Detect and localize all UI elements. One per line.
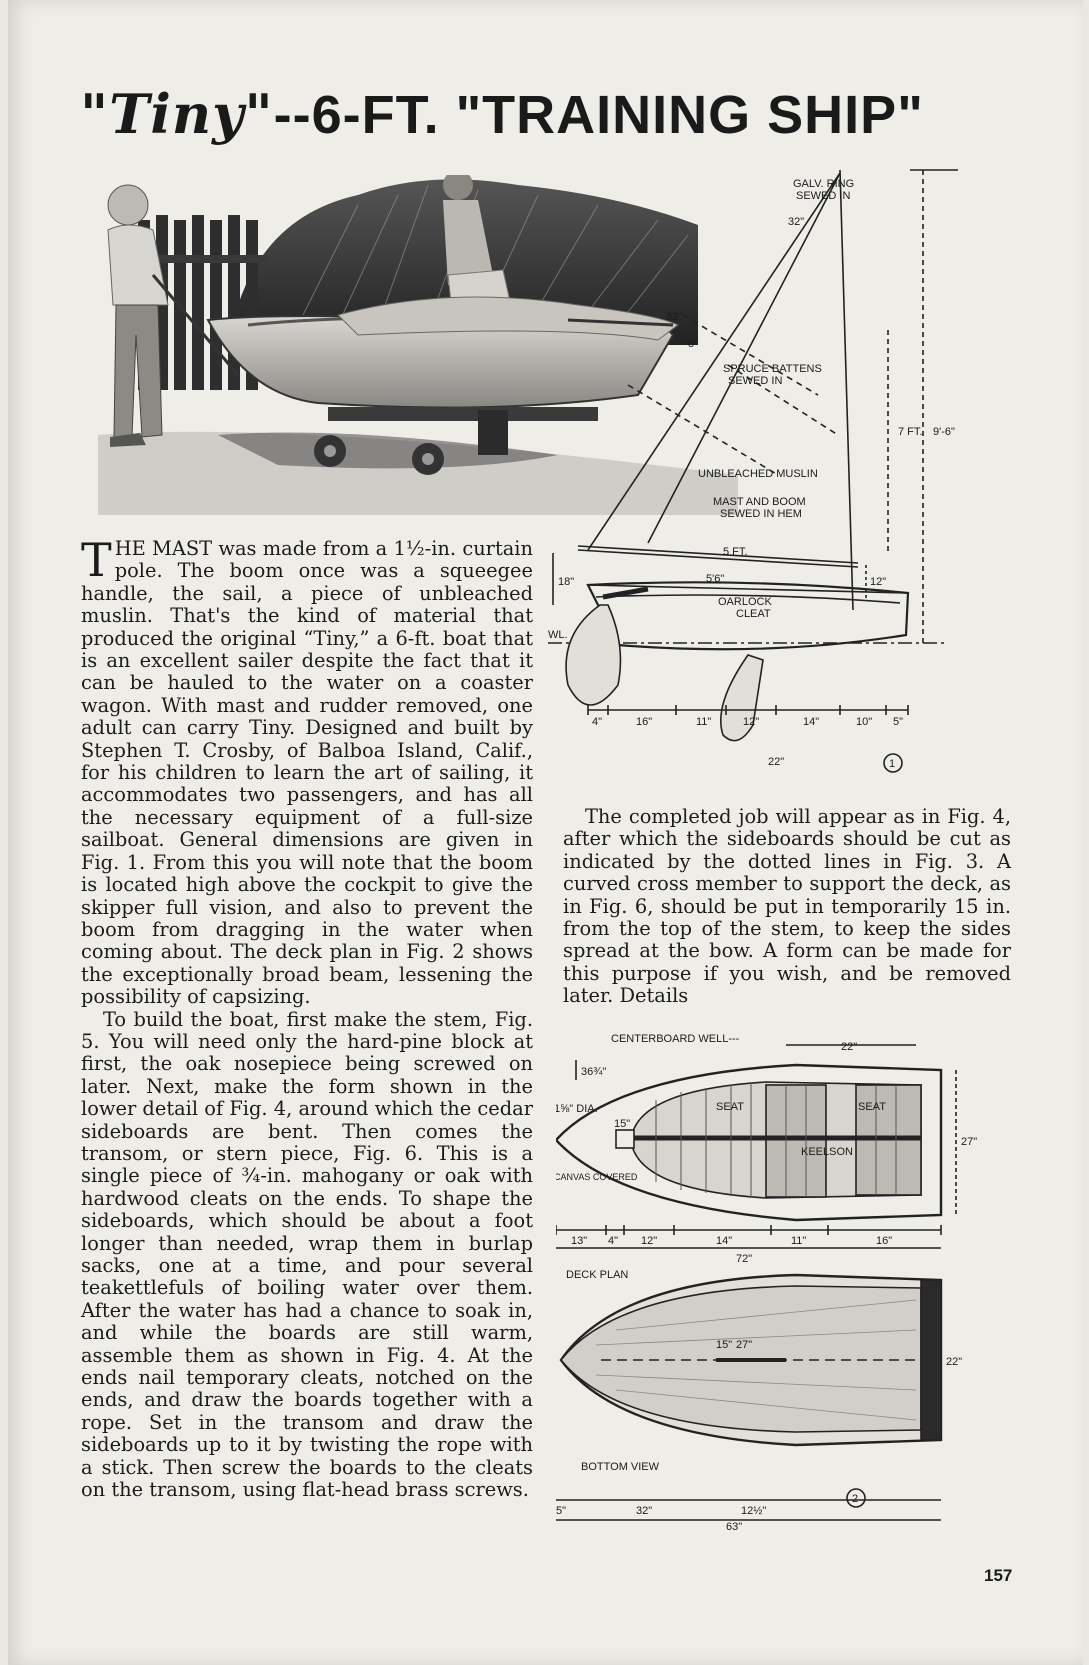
page-number: 157 [984, 1566, 1013, 1585]
label-36: 36¾" [581, 1066, 606, 1078]
label-oarlock: OARLOCK [718, 596, 772, 608]
label-seat-2: SEAT [858, 1101, 886, 1113]
dim-5: 5" [893, 716, 903, 728]
label-32a: 32" [788, 216, 804, 228]
dim-4: 4" [592, 716, 602, 728]
label-27: 27" [961, 1136, 977, 1148]
label-wl: WL. [548, 629, 568, 641]
label-dia: 1⅝" DIA. [556, 1103, 598, 1115]
label-canvas-covered: CANVAS COVERED [556, 1172, 638, 1182]
label-sewed-in-2: SEWED IN [728, 375, 782, 387]
label-12: 12" [870, 576, 886, 588]
dim-10: 10" [856, 716, 872, 728]
label-spruce-battens: SPRUCE BATTENS [723, 363, 822, 375]
paragraph-build: To build the boat, first make the stem, … [81, 1007, 533, 1502]
dim-16: 16" [876, 1235, 892, 1247]
article-body-right: The completed job will appear as in Fig.… [563, 805, 1011, 1008]
dim-11: 11" [791, 1235, 806, 1247]
label-sewed-in-hem: SEWED IN HEM [720, 508, 802, 520]
label-keelson: KEELSON [801, 1146, 853, 1158]
label-8: 8" [688, 338, 698, 350]
paragraph-intro-text: HE MAST was made from a 1½-in. curtain p… [81, 537, 533, 1009]
dim-32: 32" [636, 1505, 652, 1517]
dim-12: 12" [641, 1235, 657, 1247]
dim-13: 13" [571, 1235, 587, 1247]
dim-63: 63" [726, 1521, 742, 1530]
boat-photo [98, 175, 738, 515]
label-5ft6: 5'6" [706, 573, 724, 585]
label-27b: 27" [736, 1339, 752, 1351]
label-22: 22" [768, 756, 784, 768]
label-centerboard-well: CENTERBOARD WELL--- [611, 1033, 740, 1045]
paragraph-completed: The completed job will appear as in Fig.… [563, 805, 1011, 1008]
magazine-page: "Tiny"--6-FT. "TRAINING SHIP" [8, 0, 1083, 1665]
label-32b: 32" [666, 311, 682, 323]
label-mast-and-boom: MAST AND BOOM [713, 496, 806, 508]
label-seat-1: SEAT [716, 1101, 744, 1113]
fig2-number: 2 [852, 1493, 858, 1505]
title-script-part: "Tiny" [80, 82, 274, 146]
dim-14: 14" [716, 1235, 732, 1247]
label-22b: 22" [946, 1356, 962, 1368]
label-bottom-view: BOTTOM VIEW [581, 1461, 660, 1473]
dim-14: 14" [803, 716, 819, 728]
label-15b: 15" [716, 1339, 732, 1351]
dim-72: 72" [736, 1253, 752, 1265]
dim-11: 11" [696, 716, 711, 728]
label-deck-plan: DECK PLAN [566, 1269, 628, 1281]
fig1-number: 1 [889, 758, 895, 770]
label-7ft: 7 FT. [898, 426, 922, 438]
label-unbleached-muslin: UNBLEACHED MUSLIN [698, 468, 818, 480]
label-galv-ring: GALV. RING [793, 178, 854, 190]
label-sewed-in: SEWED IN [796, 190, 850, 202]
fig2-deck-plan-diagram: CENTERBOARD WELL--- 22" 36¾" 1⅝" DIA. 15… [556, 1033, 977, 1530]
label-9ft6: 9'-6" [933, 426, 955, 438]
article-title: "Tiny"--6-FT. "TRAINING SHIP" [80, 82, 1030, 172]
dim-4: 4" [608, 1235, 618, 1247]
label-22: 22" [841, 1041, 857, 1053]
label-cleat: CLEAT [736, 608, 771, 620]
fig1-sail-plan-diagram: GALV. RING SEWED IN 32" 32" 8" SPRUCE BA… [548, 169, 958, 773]
title-rest: --6-FT. "TRAINING SHIP" [273, 85, 924, 145]
label-15: 15" [614, 1118, 630, 1130]
dim-5: 5" [556, 1505, 566, 1517]
dim-12-half: 12½" [741, 1505, 766, 1517]
label-18: 18" [558, 576, 574, 588]
dim-12: 12" [743, 716, 759, 728]
dim-16: 16" [636, 716, 652, 728]
label-5ft: 5 FT. [723, 546, 747, 558]
drop-cap: T [81, 533, 112, 587]
